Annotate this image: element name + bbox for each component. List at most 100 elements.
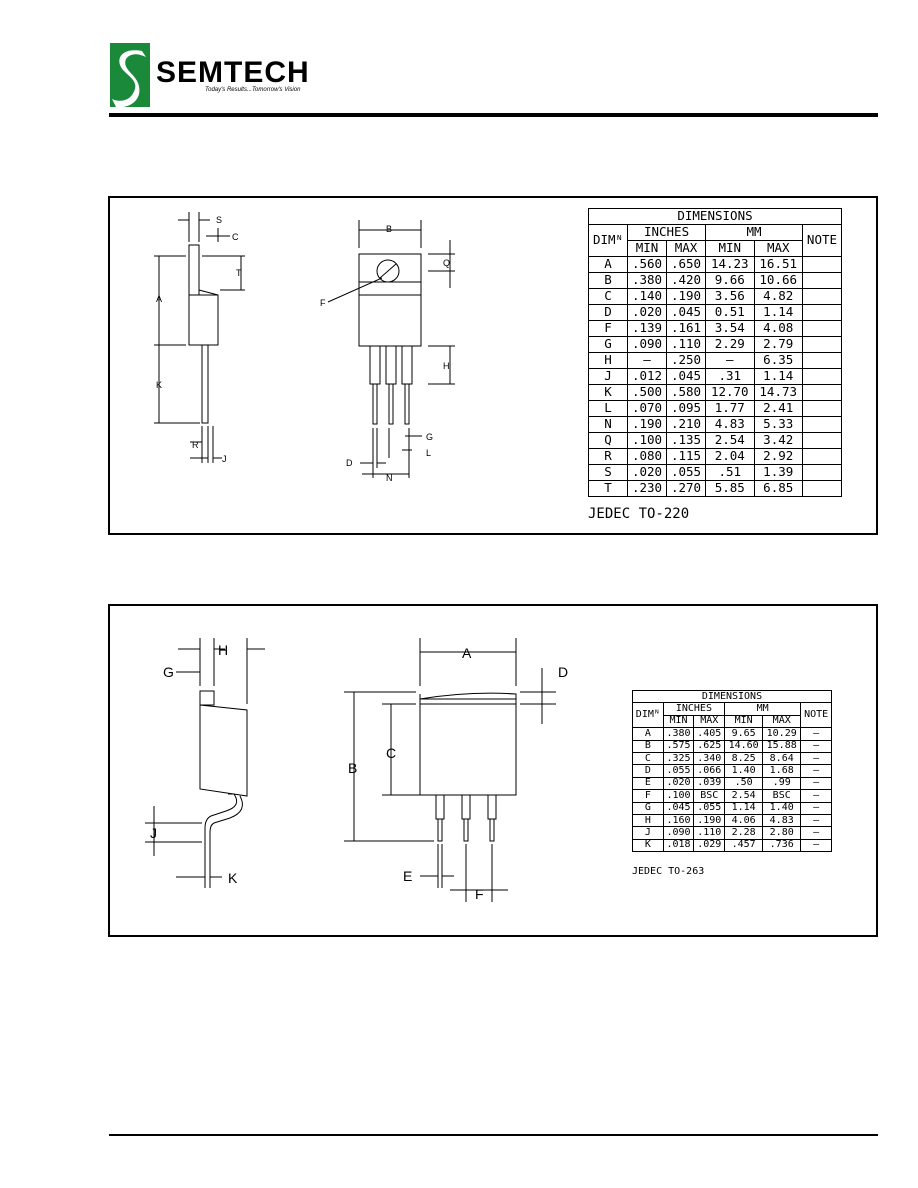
to263-panel: G H J K A D B C E F DIMENSIONS DIMᴺ INCH…: [108, 604, 878, 937]
to263-label-f: F: [475, 886, 484, 902]
table-cell: —: [800, 801, 832, 815]
table-cell: 14.23: [705, 256, 755, 273]
inches-header: INCHES: [662, 702, 726, 716]
table-cell: 0.51: [705, 304, 755, 321]
table-cell: 3.56: [705, 288, 755, 305]
table-cell: .580: [666, 384, 707, 401]
to263-label-j: J: [150, 825, 157, 841]
table-cell: G: [587, 336, 629, 353]
table-cell: [801, 464, 843, 481]
table-cell: 10.29: [762, 727, 802, 741]
table-cell: .50: [724, 776, 764, 791]
table-cell: [801, 256, 843, 273]
table-cell: .100: [662, 789, 695, 803]
table-cell: .190: [627, 416, 668, 433]
table-cell: Q: [587, 432, 629, 449]
table-cell: .51: [705, 464, 755, 481]
table-cell: J: [587, 368, 629, 385]
table-cell: G: [632, 801, 664, 815]
to220-panel: S C T A K R J B Q F H G L D N DIMENSIONS…: [108, 196, 878, 535]
table-cell: 1.14: [724, 801, 764, 815]
table-cell: .500: [627, 384, 668, 401]
table-cell: 1.68: [762, 764, 802, 778]
table-cell: .190: [693, 813, 726, 828]
table-cell: 2.41: [753, 400, 803, 417]
table-cell: .020: [662, 776, 695, 791]
table-cell: 4.82: [753, 288, 803, 305]
table-cell: E: [632, 776, 664, 791]
max-header: MAX: [666, 240, 707, 257]
table-cell: [801, 288, 843, 305]
table-cell: .020: [627, 304, 668, 321]
to220-label-n: N: [386, 473, 393, 483]
table-cell: .045: [666, 368, 707, 385]
max-header: MAX: [693, 714, 726, 729]
brand-name: SEMTECH: [156, 56, 310, 89]
table-cell: .110: [666, 336, 707, 353]
table-cell: 9.65: [724, 727, 764, 741]
table-cell: .560: [627, 256, 668, 273]
table-cell: .340: [693, 751, 726, 766]
table-cell: 14.60: [724, 739, 764, 753]
table-cell: .380: [662, 727, 695, 741]
table-cell: .270: [666, 480, 707, 497]
table-cell: 2.54: [705, 432, 755, 449]
table-cell: J: [632, 826, 664, 840]
table-cell: 2.92: [753, 448, 803, 465]
table-cell: .139: [627, 320, 668, 337]
table-cell: D: [632, 764, 664, 778]
to220-label-r: R: [192, 440, 199, 450]
to220-side-view: [154, 212, 245, 463]
table-cell: 4.06: [724, 813, 764, 828]
table-cell: .625: [693, 739, 726, 753]
table-cell: [801, 320, 843, 337]
table-cell: BSC: [693, 789, 726, 803]
table-cell: C: [632, 751, 664, 766]
table-cell: —: [800, 789, 832, 803]
table-cell: F: [632, 789, 664, 803]
table-cell: [801, 272, 843, 289]
table-cell: B: [632, 739, 664, 753]
mm-header: MM: [724, 702, 802, 716]
table-cell: —: [627, 352, 668, 369]
to220-label-f: F: [320, 298, 326, 308]
dim-header: DIMᴺ: [587, 224, 629, 257]
table-cell: —: [705, 352, 755, 369]
table-cell: .160: [662, 813, 695, 828]
table-cell: 3.42: [753, 432, 803, 449]
table-cell: .080: [627, 448, 668, 465]
table-cell: [801, 336, 843, 353]
to263-label-d: D: [558, 664, 568, 680]
table-cell: 2.04: [705, 448, 755, 465]
to220-label-t: T: [236, 268, 242, 278]
table-cell: N: [587, 416, 629, 433]
table-cell: 15.88: [762, 739, 802, 753]
table-cell: .066: [693, 764, 726, 778]
table-cell: 12.70: [705, 384, 755, 401]
table-cell: 2.80: [762, 826, 802, 840]
table-cell: [801, 448, 843, 465]
note-header: NOTE: [801, 224, 843, 257]
table-cell: K: [587, 384, 629, 401]
table-cell: [801, 368, 843, 385]
to263-drawing: G H J K A D B C E F: [145, 638, 568, 902]
min-header: MIN: [627, 240, 668, 257]
max-header: MAX: [753, 240, 803, 257]
table-cell: 2.79: [753, 336, 803, 353]
table-cell: B: [587, 272, 629, 289]
to220-label-h: H: [443, 361, 450, 371]
table-cell: 1.14: [753, 368, 803, 385]
table-cell: .039: [693, 776, 726, 791]
